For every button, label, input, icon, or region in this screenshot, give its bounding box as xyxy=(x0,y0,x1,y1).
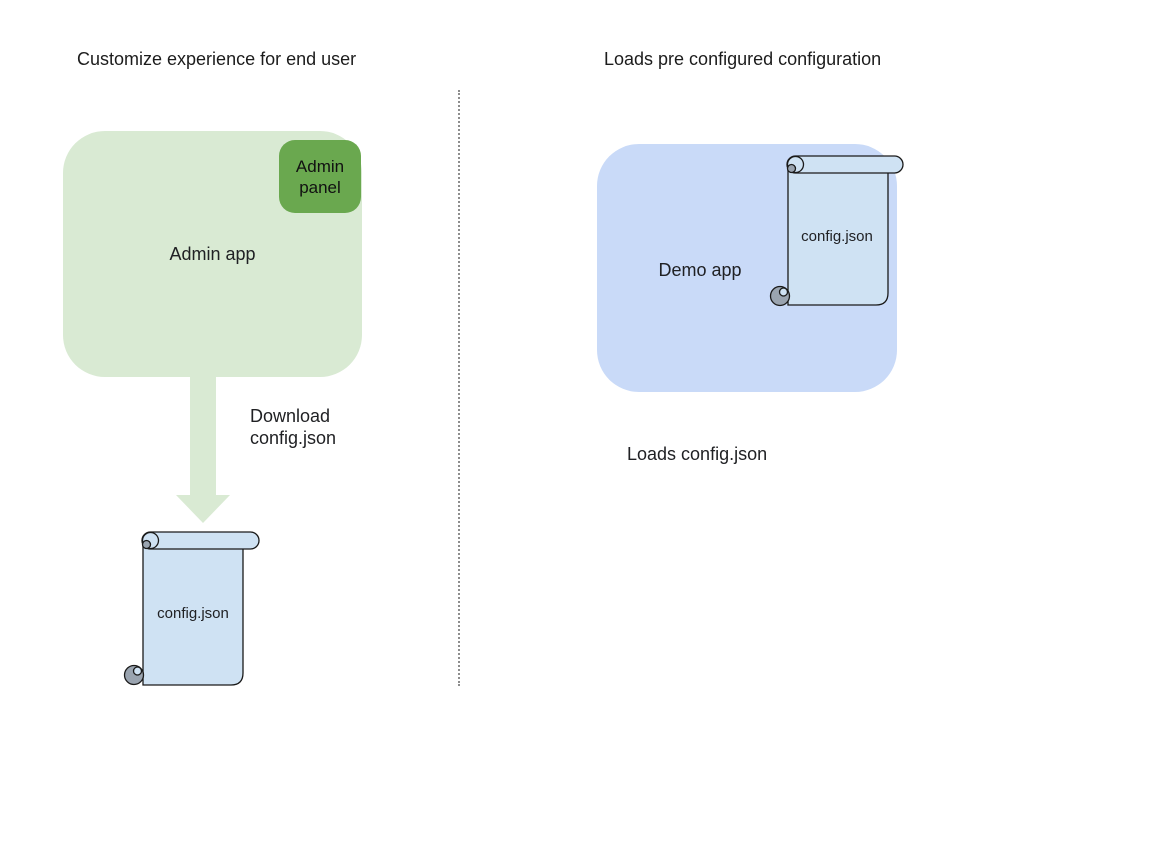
scroll-top-roll xyxy=(141,531,260,550)
scroll-left-label: config.json xyxy=(157,605,229,622)
admin-app-box: Admin app Admin panel xyxy=(63,131,362,377)
admin-panel-label: Admin panel xyxy=(295,156,345,197)
scroll-right-label: config.json xyxy=(801,228,873,245)
scroll-top-roll xyxy=(786,155,904,174)
scroll-bottom-curl-inner xyxy=(778,287,789,297)
section-divider xyxy=(458,90,460,686)
scroll-top-curl-inner xyxy=(141,539,152,550)
scroll-body xyxy=(787,163,889,306)
download-config-label: Download config.json xyxy=(250,406,337,448)
left-section-title: Customize experience for end user xyxy=(77,49,357,69)
download-arrow-icon xyxy=(176,377,230,523)
demo-app-label: Demo app xyxy=(658,260,742,280)
scroll-body xyxy=(142,539,244,686)
right-section-title: Loads pre configured configuration xyxy=(604,49,882,69)
admin-app-label: Admin app xyxy=(169,243,256,264)
loads-config-caption: Loads config.json xyxy=(627,444,768,464)
scroll-bottom-curl-inner xyxy=(132,666,143,676)
config-json-scroll-left: config.json xyxy=(123,531,260,686)
admin-panel-badge: Admin panel xyxy=(279,140,361,213)
config-json-scroll-right: config.json xyxy=(769,155,904,307)
arrow-shape xyxy=(176,377,230,523)
scroll-top-curl-inner xyxy=(786,163,797,174)
